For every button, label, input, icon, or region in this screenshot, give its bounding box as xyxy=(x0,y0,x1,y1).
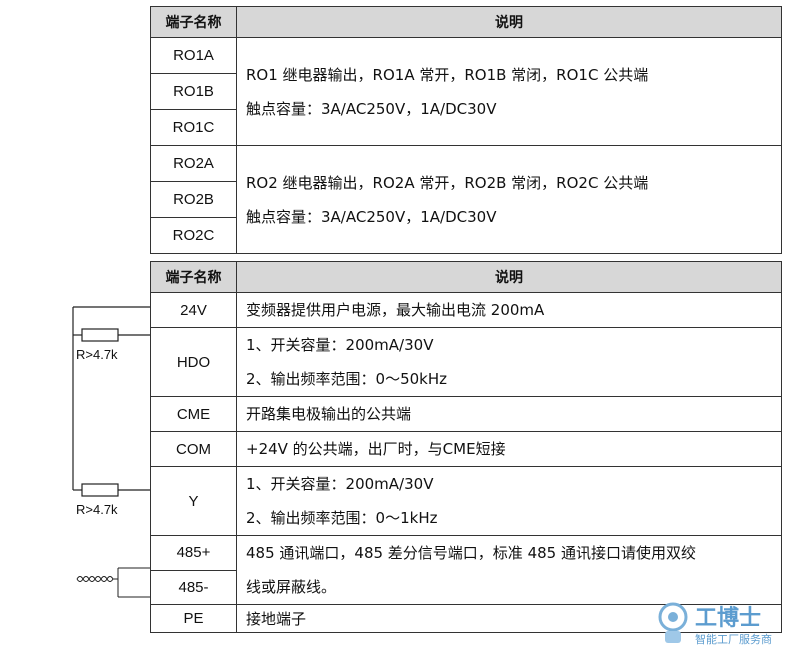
desc-cell: RO1 继电器输出，RO1A 常开，RO1B 常闭，RO1C 公共端 触点容量：… xyxy=(236,37,782,146)
table-row: RO2C xyxy=(150,217,782,254)
relay-output-table: 端子名称 说明 RO1A RO1 继电器输出，RO1A 常开，RO1B 常闭，R… xyxy=(150,6,782,254)
desc-cell: 1、开关容量：200mA/30V 2、输出频率范围：0～1kHz xyxy=(236,466,782,536)
watermark-slogan: 智能工厂服务商 xyxy=(695,632,772,646)
desc-cell: 开路集电极输出的公共端 xyxy=(236,396,782,432)
terminal-cell: RO1B xyxy=(150,73,237,110)
terminal-cell: PE xyxy=(150,604,237,633)
terminal-cell: RO2C xyxy=(150,217,237,254)
table-row: CME 开路集电极输出的公共端 xyxy=(150,396,782,432)
terminal-cell: RO1A xyxy=(150,37,237,74)
desc-line: 触点容量：3A/AC250V，1A/DC30V xyxy=(246,99,497,118)
terminal-cell: 485+ xyxy=(150,535,237,571)
resistor-2-label: R>4.7k xyxy=(76,502,118,517)
desc-line: 1、开关容量：200mA/30V xyxy=(246,336,434,354)
terminal-cell: CME xyxy=(150,396,237,432)
table-header: 端子名称 说明 xyxy=(150,261,782,293)
desc-line: 触点容量：3A/AC250V，1A/DC30V xyxy=(246,207,497,226)
table-row: 485+ 485 通讯端口，485 差分信号端口，标准 485 通讯接口请使用双… xyxy=(150,535,782,605)
table-row: HDO 1、开关容量：200mA/30V 2、输出频率范围：0～50kHz xyxy=(150,327,782,397)
desc-cell: 485 通讯端口，485 差分信号端口，标准 485 通讯接口请使用双绞 线或屏… xyxy=(236,535,782,605)
robot-mascot-icon: 工博士 智能工厂服务商 xyxy=(658,602,772,646)
twisted-pair-icon xyxy=(76,567,150,598)
table-row: 485- xyxy=(150,569,782,605)
terminal-cell: RO2B xyxy=(150,181,237,218)
table-row: RO2A RO2 继电器输出，RO2A 常开，RO2B 常闭，RO2C 公共端 … xyxy=(150,145,782,254)
desc-line: RO1 继电器输出，RO1A 常开，RO1B 常闭，RO1C 公共端 xyxy=(246,65,649,84)
header-desc: 说明 xyxy=(236,6,782,38)
table-row: Y 1、开关容量：200mA/30V 2、输出频率范围：0～1kHz xyxy=(150,466,782,536)
pullup-resistor-1 xyxy=(72,306,150,490)
terminal-cell: 485- xyxy=(150,569,237,605)
desc-line: 线或屏蔽线。 xyxy=(246,578,337,596)
table-row: RO1B xyxy=(150,73,782,110)
desc-line: RO2 继电器输出，RO2A 常开，RO2B 常闭，RO2C 公共端 xyxy=(246,173,649,192)
desc-line: 1、开关容量：200mA/30V xyxy=(246,475,434,493)
header-desc: 说明 xyxy=(236,261,782,293)
desc-line: 2、输出频率范围：0～1kHz xyxy=(246,509,438,527)
terminal-cell: RO1C xyxy=(150,109,237,146)
table-row: RO2B xyxy=(150,181,782,218)
watermark-logo: 工博士 智能工厂服务商 xyxy=(655,595,795,651)
terminal-cell: RO2A xyxy=(150,145,237,182)
table-row: PE 接地端子 xyxy=(150,604,782,633)
desc-cell: 1、开关容量：200mA/30V 2、输出频率范围：0～50kHz xyxy=(236,327,782,397)
header-terminal: 端子名称 xyxy=(150,261,237,293)
table-row: 24V 变频器提供用户电源，最大输出电流 200mA xyxy=(150,292,782,328)
table-row: RO1C xyxy=(150,109,782,146)
desc-cell: 接地端子 xyxy=(236,604,782,633)
terminal-cell: 24V xyxy=(150,292,237,328)
resistor-1-label: R>4.7k xyxy=(76,347,118,362)
table-header: 端子名称 说明 xyxy=(150,6,782,38)
header-terminal: 端子名称 xyxy=(150,6,237,38)
desc-cell: +24V 的公共端，出厂时，与CME短接 xyxy=(236,431,782,467)
terminal-cell: Y xyxy=(150,466,237,536)
desc-cell: RO2 继电器输出，RO2A 常开，RO2B 常闭，RO2C 公共端 触点容量：… xyxy=(236,145,782,254)
table-row: RO1A RO1 继电器输出，RO1A 常开，RO1B 常闭，RO1C 公共端 … xyxy=(150,37,782,146)
pullup-resistor-2 xyxy=(73,483,150,497)
desc-cell: 变频器提供用户电源，最大输出电流 200mA xyxy=(236,292,782,328)
table-row: COM +24V 的公共端，出厂时，与CME短接 xyxy=(150,431,782,467)
desc-line: 485 通讯端口，485 差分信号端口，标准 485 通讯接口请使用双绞 xyxy=(246,544,696,562)
terminal-cell: HDO xyxy=(150,327,237,397)
io-terminal-table: 端子名称 说明 24V 变频器提供用户电源，最大输出电流 200mA HDO 1… xyxy=(150,261,782,633)
terminal-cell: COM xyxy=(150,431,237,467)
desc-line: 2、输出频率范围：0～50kHz xyxy=(246,370,448,388)
watermark-brand: 工博士 xyxy=(695,605,761,631)
